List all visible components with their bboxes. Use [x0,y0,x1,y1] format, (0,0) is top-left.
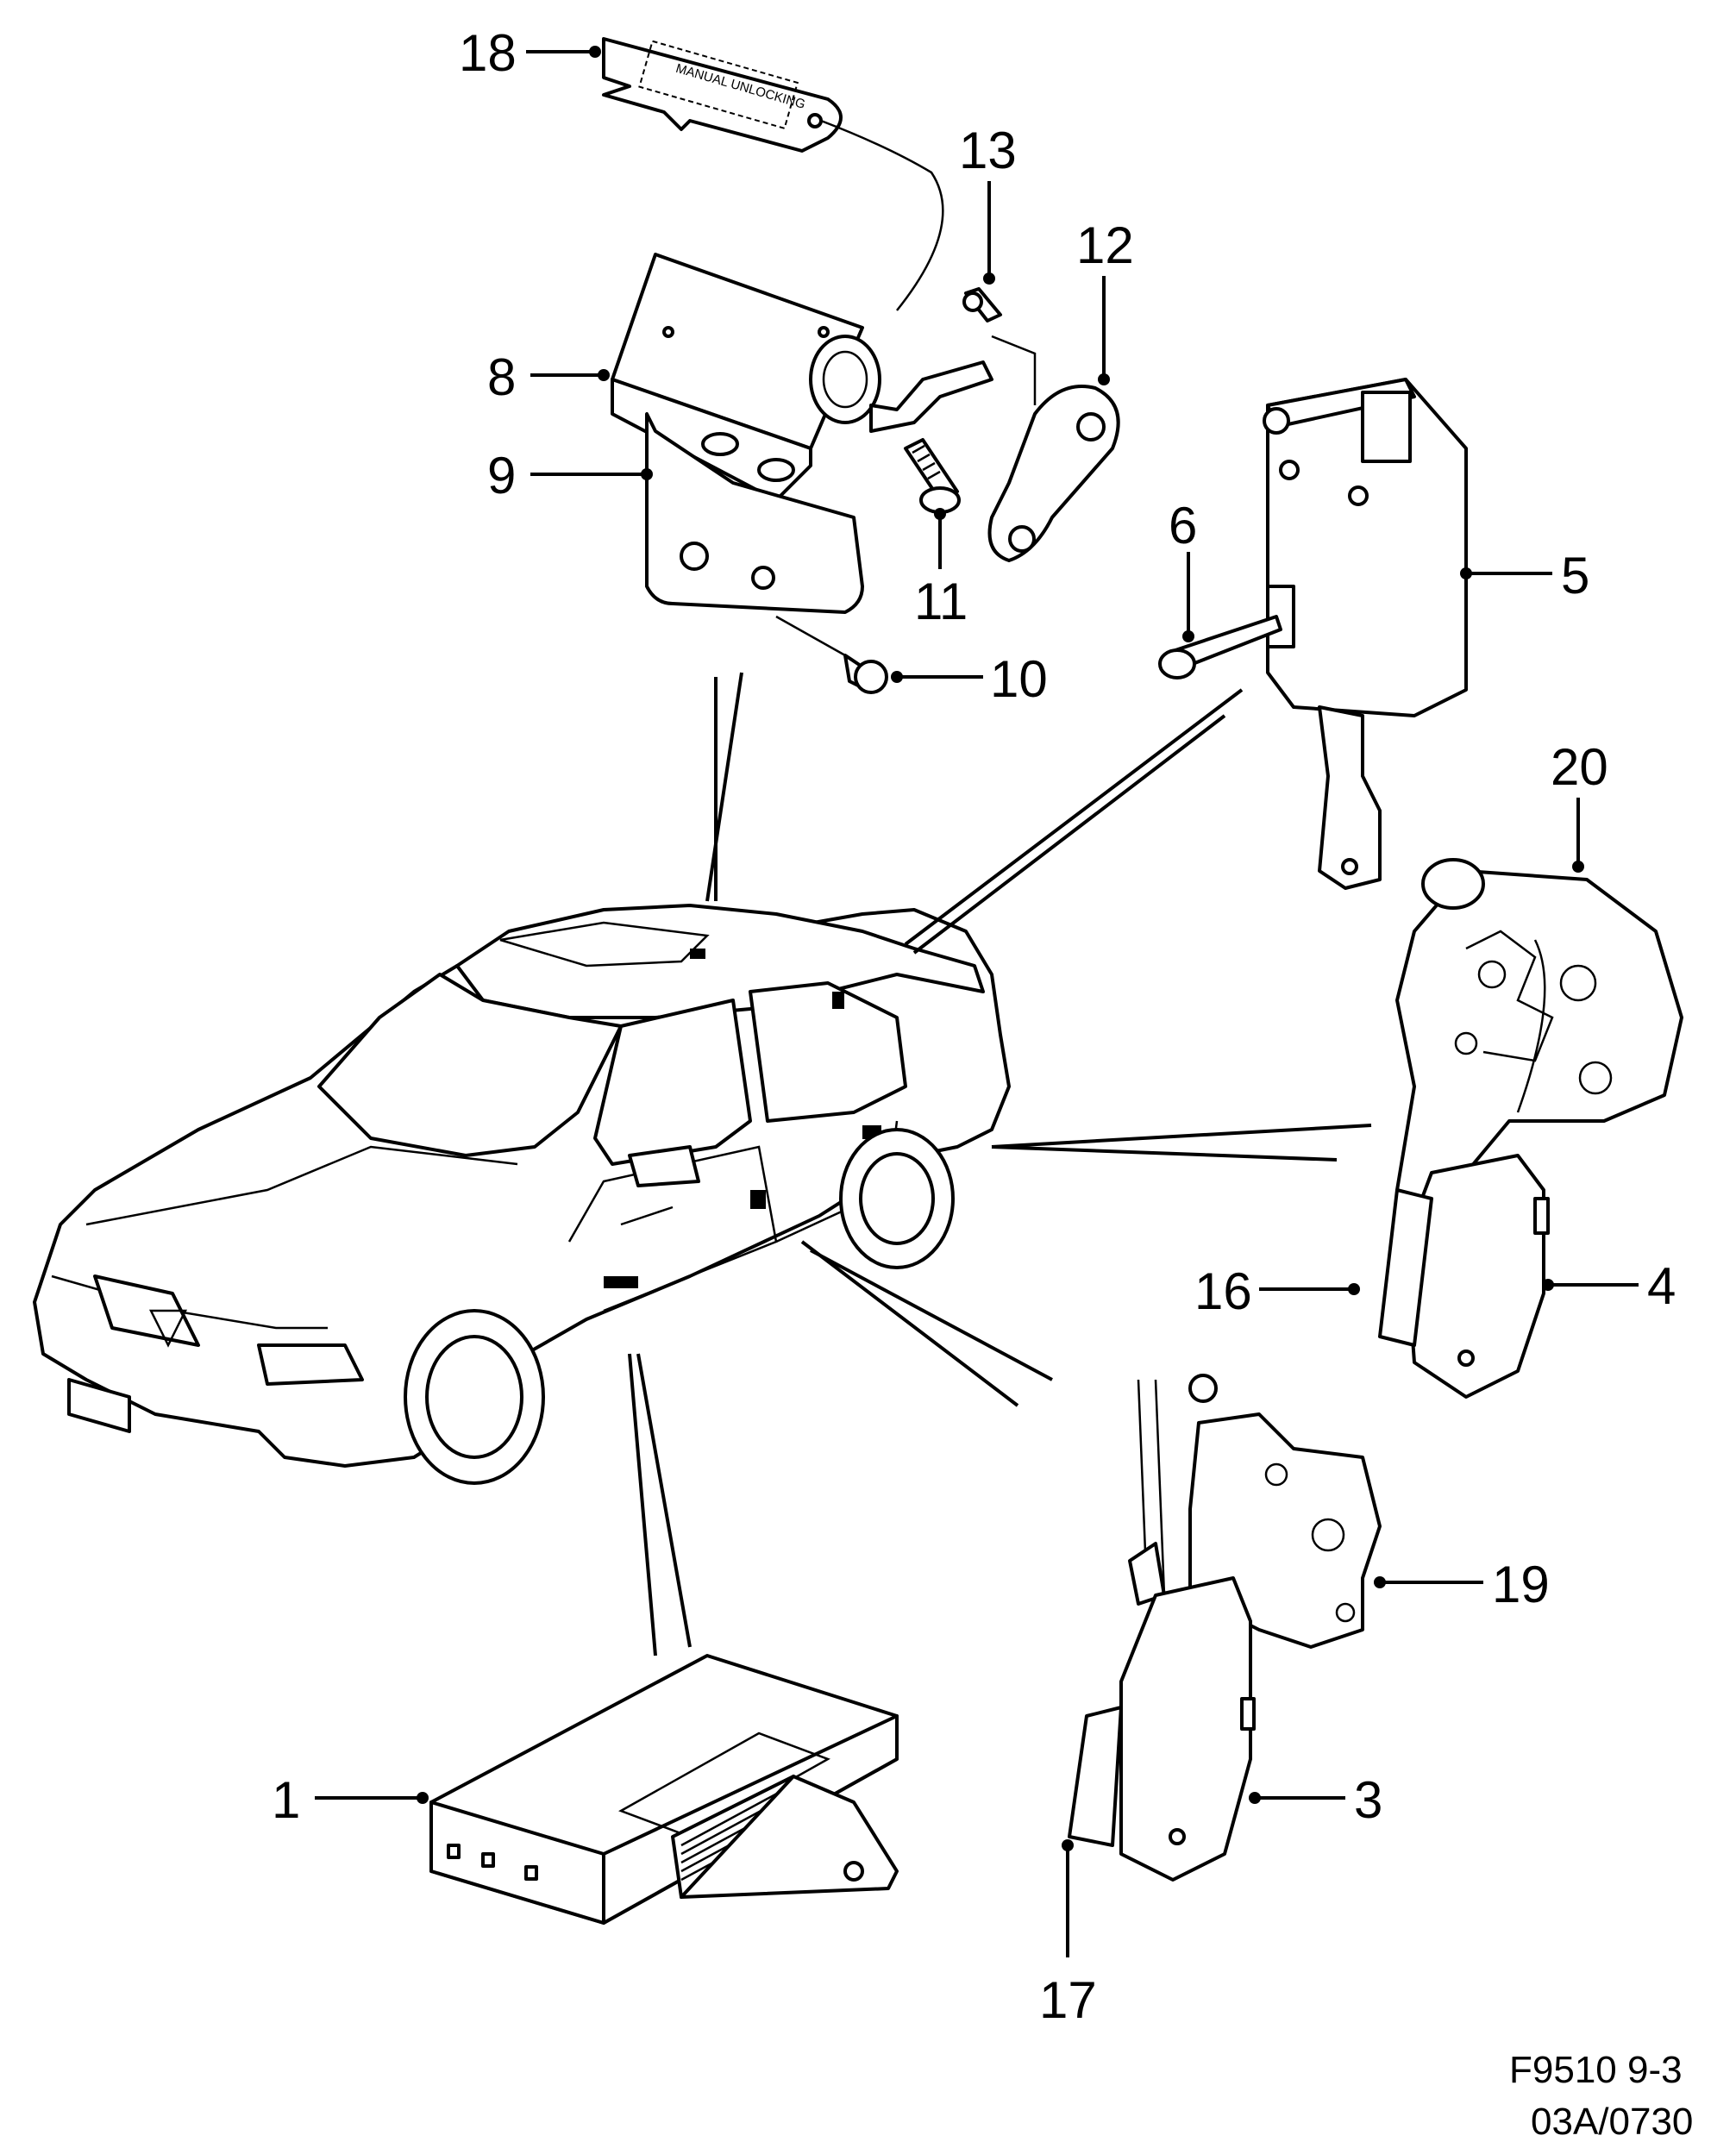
callout-19: 19 [1492,1556,1550,1613]
callout-11: 11 [914,573,968,630]
figure-reference: F9510 9-3 03A/0730 [1509,2049,1693,2143]
fuel-flap-actuator [611,253,993,614]
front-door-actuator-3 [1068,1576,1256,1882]
callout-8: 8 [487,348,516,406]
callout-5: 5 [1561,547,1589,604]
figure-id: F9510 9-3 [1509,2049,1683,2091]
callout-10: 10 [990,650,1048,708]
callout-9: 9 [487,447,516,504]
screw-13 [962,287,1002,323]
callout-1: 1 [272,1771,300,1829]
lever-12 [987,335,1120,562]
callout-16: 16 [1194,1262,1252,1320]
callout-20: 20 [1551,738,1608,796]
callout-17: 17 [1039,1971,1097,2029]
figure-code: 03A/0730 [1531,2101,1693,2143]
bolt-6 [1158,615,1282,679]
door-lock-actuator-5 [1263,378,1468,890]
bolt-10 [775,615,888,694]
callout-6: 6 [1169,497,1197,554]
callout-13: 13 [959,122,1017,179]
rear-door-actuator-4 [1378,1154,1550,1399]
car-illustration [33,904,1011,1485]
callout-18: 18 [459,24,517,82]
control-module-1 [429,1654,899,1925]
callout-3: 3 [1354,1771,1382,1829]
screw-11 [904,438,961,514]
callout-4: 4 [1647,1257,1676,1315]
callouts: 18 13 12 8 9 11 10 6 5 20 [272,24,1676,2029]
pointer-lines [628,672,1372,1656]
callout-12: 12 [1076,216,1134,274]
